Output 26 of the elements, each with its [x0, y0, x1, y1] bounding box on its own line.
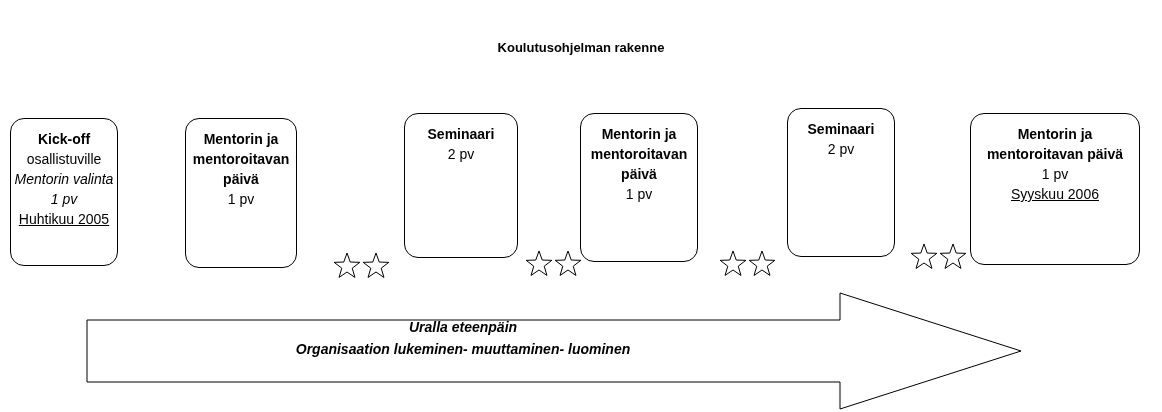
stage-box: [787, 108, 895, 257]
duration-text: 2 pv: [447, 145, 475, 164]
stage-heading: Mentorin ja mentoroitavan päivä: [589, 125, 689, 184]
stage-box: [185, 118, 297, 268]
date-text: Syyskuu 2006: [1011, 185, 1099, 204]
stage-heading: Kick-off: [37, 130, 91, 149]
detail-text: 1 pv: [50, 190, 78, 209]
stage-box: [10, 118, 118, 266]
stage-box: [580, 113, 698, 262]
arrow-heading: Uralla eteenpäin: [408, 318, 518, 337]
duration-text: 1 pv: [227, 190, 255, 209]
progress-arrow: [86, 292, 1022, 410]
stage-box: [970, 113, 1140, 265]
duration-text: 2 pv: [827, 140, 855, 159]
stage-heading: Seminaari: [807, 120, 875, 139]
stage-heading: Seminaari: [427, 125, 495, 144]
diagram-title: Koulutusohjelman rakenne: [496, 40, 666, 55]
date-text: Huhtikuu 2005: [18, 210, 110, 229]
arrow-text: Organisaation lukeminen- muuttaminen- luominen: [295, 340, 631, 359]
detail-text: Mentorin valinta: [14, 170, 114, 189]
stage-box: [404, 113, 518, 258]
duration-text: 1 pv: [625, 185, 653, 204]
stage-heading: Mentorin ja mentoroitavan päivä: [191, 130, 291, 189]
duration-text: 1 pv: [1041, 165, 1069, 184]
stage-heading: Mentorin ja mentoroitavan päivä: [985, 125, 1125, 164]
audience-text: osallistuville: [26, 150, 102, 169]
